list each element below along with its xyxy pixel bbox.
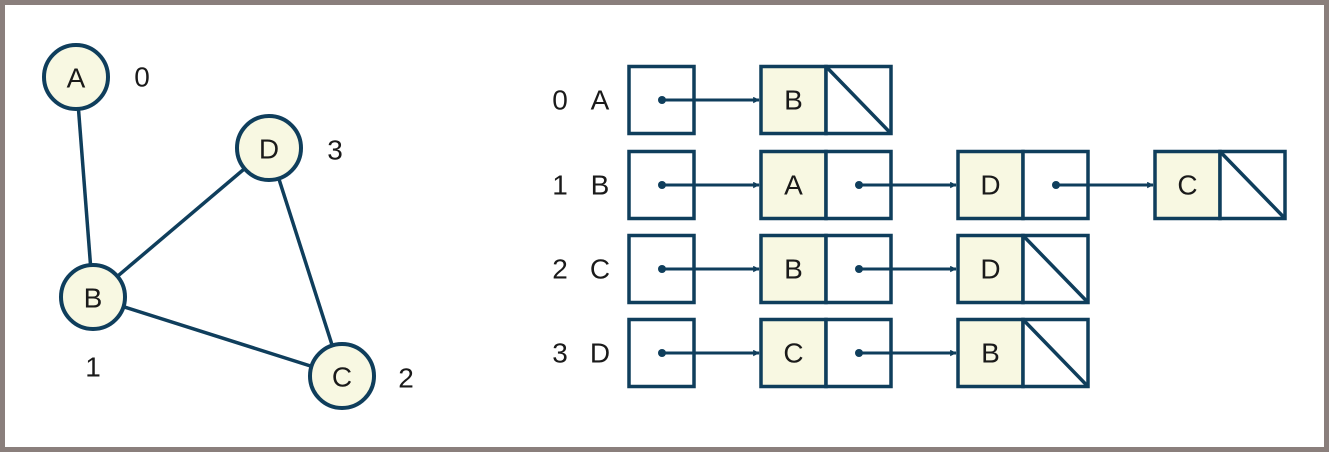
graph-node-d: D [235,114,303,182]
list-node-b: B [759,233,957,305]
graph-node-circle [42,43,110,111]
row-vertex-label: A [591,85,610,116]
null-pointer-slash [1021,318,1090,388]
graph-node-b: B [59,263,127,331]
row-index-label: 2 [552,254,568,285]
row-index-label: 1 [552,170,568,201]
graph-node-label: A [67,63,86,94]
list-node-b: B [759,64,893,136]
graph-edge-a-b [74,76,95,298]
list-node-label: A [784,170,803,201]
graph-edge-d-c [267,147,344,377]
graph-edge-b-d [91,146,271,299]
graph-edge-b-c [92,295,343,378]
list-node-a: A [759,149,957,221]
graph-node-c: C [308,342,376,410]
null-pointer-slash [824,65,893,135]
graph-node-circle [235,114,303,182]
list-node-label: D [980,254,1000,285]
list-node-label: B [784,85,803,116]
row-index-label: 0 [552,85,568,116]
null-pointer-slash [1218,150,1287,220]
graph-drawing: A 0B 1 C 2 D 3 [42,43,414,410]
graph-node-index: 3 [327,135,343,166]
graph-node-index: 1 [85,352,101,383]
null-pointer-slash [1021,234,1090,304]
list-node-label: D [980,170,1000,201]
list-node-data-cell [956,233,1025,305]
list-node-label: C [783,338,803,369]
graph-node-label: D [259,134,279,165]
list-node-label: C [1177,170,1197,201]
row-index-label: 3 [552,338,568,369]
list-node-data-cell [1153,149,1222,221]
list-node-b: B [956,317,1090,389]
list-node-d: D [956,149,1154,221]
list-node-d: D [956,233,1090,305]
list-node-c: C [759,317,957,389]
graph-node-a: A [42,43,110,111]
list-node-data-cell [759,233,828,305]
row-vertex-label: C [590,254,610,285]
graph-node-label: B [84,283,103,314]
list-node-label: B [981,338,1000,369]
graph-node-circle [308,342,376,410]
graph-node-index: 2 [398,363,414,394]
graph-node-index: 0 [134,62,150,93]
row-vertex-label: B [591,170,610,201]
list-node-c: C [1153,149,1287,221]
graph-node-label: C [332,362,352,393]
list-node-data-cell [956,149,1025,221]
graph-node-circle [59,263,127,331]
list-node-label: B [784,254,803,285]
row-vertex-label: D [590,338,610,369]
